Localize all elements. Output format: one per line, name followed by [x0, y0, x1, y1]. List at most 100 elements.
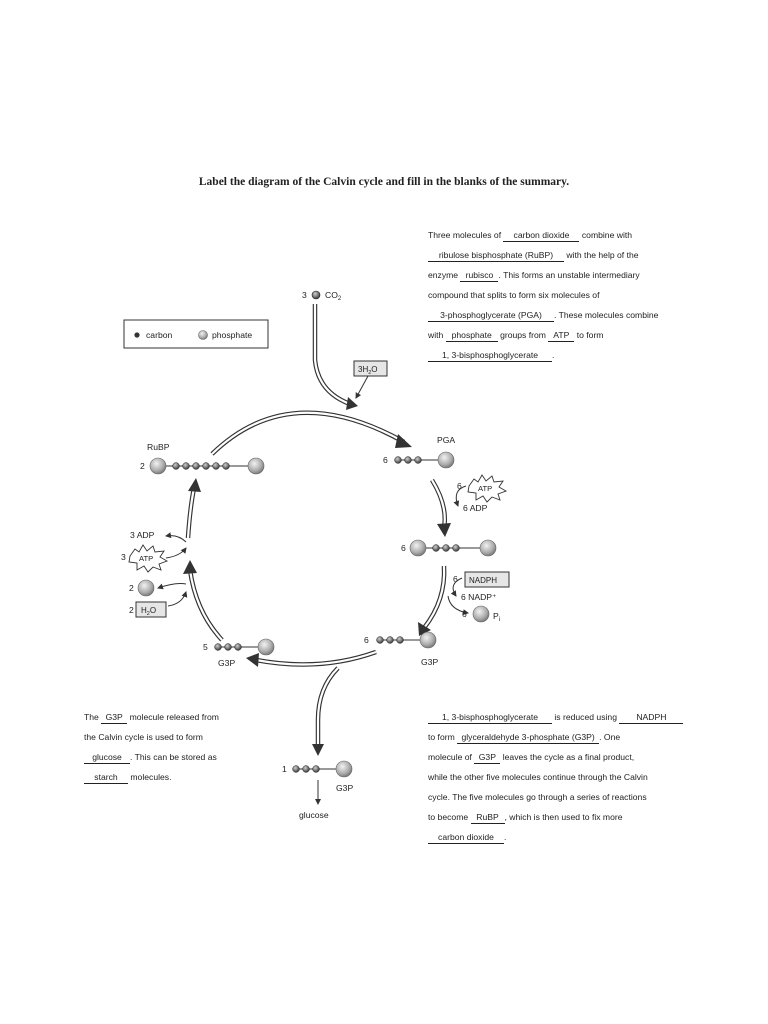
- arrowhead-icon: [312, 744, 324, 756]
- g3p1-count: 1: [282, 764, 287, 774]
- summary-g3p-use: The G3P molecule released from the Calvi…: [84, 707, 264, 787]
- nadp-out: 6 NADP⁺: [461, 592, 497, 602]
- p-left-count: 2: [129, 583, 134, 593]
- blank-carbon-dioxide[interactable]: carbon dioxide: [428, 832, 504, 844]
- blank-rubisco[interactable]: rubisco: [460, 270, 499, 282]
- legend-phosphate: phosphate: [212, 330, 252, 340]
- worksheet-title: Label the diagram of the Calvin cycle an…: [198, 176, 570, 188]
- text: Three molecules of: [428, 230, 502, 240]
- blank-bisphosphoglycerate[interactable]: 1, 3-bisphosphoglycerate: [428, 712, 552, 724]
- arrowhead-icon: [188, 478, 201, 492]
- glucose-label: glucose: [299, 810, 329, 820]
- bpg-molecule: [409, 539, 497, 557]
- arrowhead-icon: [246, 653, 259, 667]
- blank-g3p-full[interactable]: glyceraldehyde 3-phosphate (G3P): [457, 732, 600, 744]
- atp-in-count: 6: [457, 481, 462, 491]
- nadph-label: NADPH: [469, 576, 497, 585]
- text: to become: [428, 812, 469, 822]
- text: with: [428, 330, 444, 340]
- text: . This forms an unstable intermediary: [498, 270, 640, 280]
- text: combine with: [581, 230, 633, 240]
- text: enzyme: [428, 270, 459, 280]
- arrowhead-icon: [346, 397, 358, 410]
- cycle-arcs: [183, 410, 451, 667]
- carbon-icon: [311, 290, 321, 300]
- text: while the other five molecules continue …: [428, 772, 648, 782]
- summary-carbon-fixation: Three molecules of carbon dioxide combin…: [428, 225, 693, 365]
- text: . One: [599, 732, 621, 742]
- arrowhead-icon: [437, 523, 451, 537]
- phosphate-icon: [472, 605, 490, 623]
- blank-glucose[interactable]: glucose: [84, 752, 130, 764]
- text: molecule of: [428, 752, 472, 762]
- g3p1-molecule: [292, 760, 353, 778]
- atp-burst-icon: ATP: [128, 544, 169, 573]
- g3p6-molecule: [376, 631, 437, 649]
- bpg-count: 6: [401, 543, 406, 553]
- blank-pga[interactable]: 3-phosphoglycerate (PGA): [428, 310, 554, 322]
- atp-left-label: ATP: [139, 554, 153, 563]
- summary-reduction: 1, 3-bisphosphoglycerate is reduced usin…: [428, 707, 713, 847]
- text: leaves the cycle as a final product,: [502, 752, 635, 762]
- co2-label: CO2: [325, 290, 342, 302]
- g3p6-label: G3P: [421, 657, 438, 667]
- blank-bisphosphoglycerate[interactable]: 1, 3-bisphosphoglycerate: [428, 350, 552, 362]
- g3p5-molecule: [214, 638, 275, 656]
- text: the Calvin cycle is used to form: [84, 732, 203, 742]
- blank-rubp-short[interactable]: RuBP: [470, 812, 505, 824]
- text: is reduced using: [554, 712, 617, 722]
- text: compound that splits to form six molecul…: [428, 290, 600, 300]
- co2-input: 3 CO2: [302, 290, 342, 302]
- atp-label: ATP: [478, 484, 492, 493]
- rubp-molecule: [149, 457, 265, 475]
- nadph-box: [464, 571, 510, 588]
- legend: carbon phosphate: [123, 319, 269, 349]
- h2o-input-box: 3H2O: [353, 360, 388, 399]
- text: cycle. The five molecules go through a s…: [428, 792, 647, 802]
- legend-carbon: carbon: [146, 330, 172, 340]
- text: to form: [428, 732, 455, 742]
- h2o-left-count: 2: [129, 605, 134, 615]
- rubp-label: RuBP: [147, 442, 170, 452]
- blank-g3p[interactable]: G3P: [101, 712, 128, 724]
- text: groups from: [500, 330, 546, 340]
- adp-out: 6 ADP: [463, 503, 488, 513]
- blank-carbon-dioxide[interactable]: carbon dioxide: [503, 230, 580, 242]
- g3p5-label: G3P: [218, 658, 235, 668]
- blank-nadph[interactable]: NADPH: [619, 712, 684, 724]
- blank-starch[interactable]: starch: [84, 772, 128, 784]
- arrowhead-icon: [183, 560, 197, 574]
- co2-arrow: [312, 304, 351, 407]
- blank-phosphate[interactable]: phosphate: [445, 330, 498, 342]
- pga-label: PGA: [437, 435, 455, 445]
- blank-rubp[interactable]: ribulose bisphosphate (RuBP): [428, 250, 564, 262]
- h2o-label: 3H2O: [358, 365, 378, 376]
- text: with the help of the: [566, 250, 639, 260]
- h2o-left-label: H2O: [141, 606, 156, 617]
- co2-count: 3: [302, 290, 307, 300]
- arrowhead-icon: [395, 434, 412, 448]
- text: molecule released from: [129, 712, 219, 722]
- carbon-icon: [134, 332, 140, 338]
- g3p5-count: 5: [203, 642, 208, 652]
- pga-molecule: [394, 451, 455, 469]
- g3p6-count: 6: [364, 635, 369, 645]
- text: .: [552, 350, 555, 360]
- text: to form: [576, 330, 604, 340]
- blank-atp[interactable]: ATP: [548, 330, 575, 342]
- g3p1-label: G3P: [336, 783, 353, 793]
- text: The: [84, 712, 99, 722]
- text: . These molecules combine: [554, 310, 659, 320]
- pi-count: 6: [462, 609, 467, 619]
- text: , which is then used to fix more: [504, 812, 623, 822]
- text: . This can be stored as: [130, 752, 217, 762]
- arrowhead-icon: [418, 622, 431, 636]
- blank-g3p[interactable]: G3P: [474, 752, 501, 764]
- adp-left: 3 ADP: [130, 530, 155, 540]
- phosphate-icon: [198, 330, 208, 340]
- text: molecules.: [130, 772, 172, 782]
- pi-label: Pi: [493, 611, 500, 623]
- rubp-count: 2: [140, 461, 145, 471]
- pga-count: 6: [383, 455, 388, 465]
